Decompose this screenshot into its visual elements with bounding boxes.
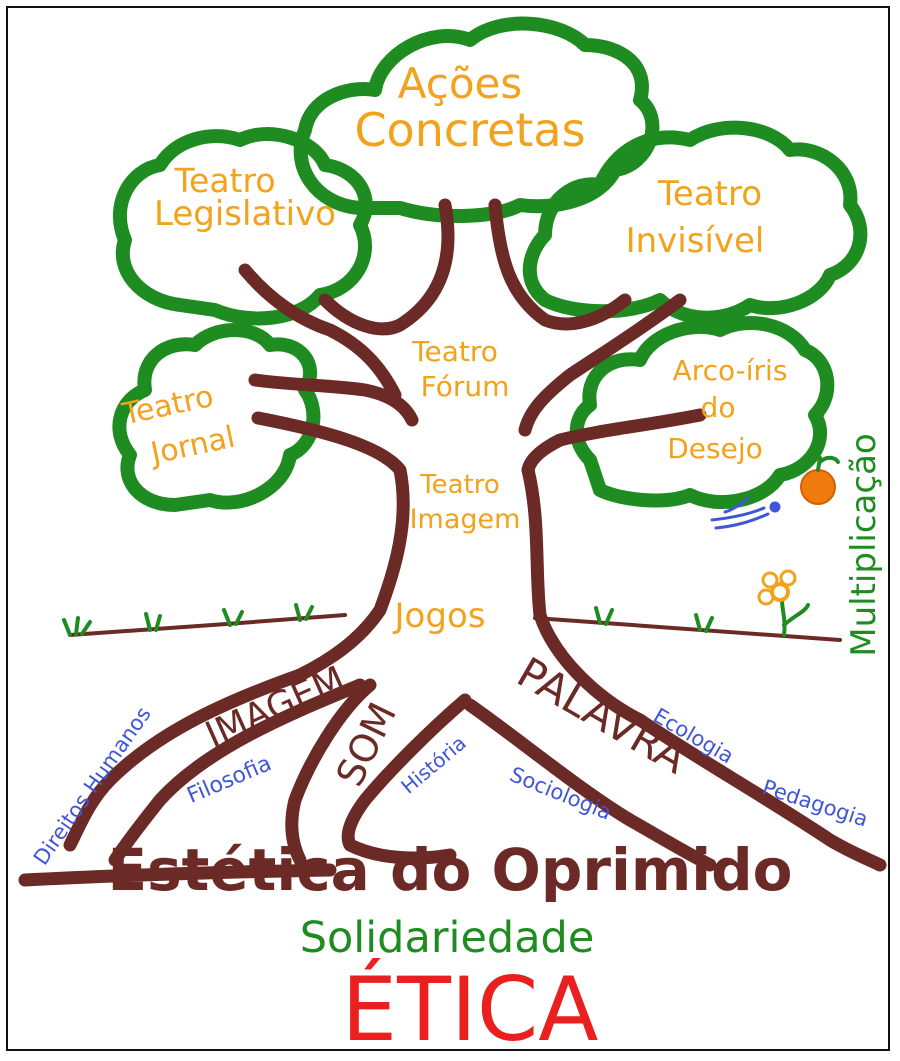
canopy-cloud-top bbox=[293, 16, 660, 223]
root-right-outer bbox=[633, 713, 887, 872]
trunk-and-roots bbox=[18, 198, 887, 887]
root-middle-left bbox=[285, 678, 377, 867]
root-left-outer bbox=[63, 668, 307, 852]
flower-icon bbox=[757, 569, 810, 637]
canopy-cloud-right-low bbox=[569, 316, 835, 509]
canopy-cloud-left-low bbox=[112, 323, 321, 512]
ground bbox=[68, 613, 842, 642]
branch-right-low bbox=[521, 408, 707, 477]
canopy-cloud-right-top bbox=[522, 120, 868, 325]
bird-icon bbox=[710, 496, 781, 530]
label-acoes: Ações bbox=[398, 59, 523, 108]
label-desejo: Desejo bbox=[667, 432, 763, 465]
grass-tuft-icon bbox=[62, 603, 714, 637]
branch-top-right bbox=[488, 198, 632, 331]
label-teatro-imagem-1: Teatro bbox=[419, 470, 500, 500]
branch-right-mid bbox=[518, 293, 687, 437]
label-solidariedade: Solidariedade bbox=[300, 913, 595, 963]
canopy-cloud-left-top bbox=[113, 127, 373, 326]
label-arco-iris: Arco-íris bbox=[673, 354, 788, 387]
label-concretas: Concretas bbox=[354, 103, 585, 157]
trunk-right-edge bbox=[521, 463, 647, 727]
label-teatro-forum-2: Fórum bbox=[421, 370, 510, 403]
trunk-left-edge bbox=[251, 411, 410, 682]
label-jogos: Jogos bbox=[393, 596, 486, 636]
root-left-inner bbox=[108, 678, 367, 867]
label-teatro-invisivel-2: Invisível bbox=[626, 221, 765, 261]
label-teatro-forum-1: Teatro bbox=[411, 335, 498, 368]
ground-line-right bbox=[533, 616, 842, 642]
label-teatro-legislativo-1: Teatro bbox=[173, 161, 275, 200]
branch-top-left bbox=[318, 198, 455, 336]
label-do: do bbox=[701, 391, 736, 424]
label-teatro-legislativo-2: Legislativo bbox=[154, 194, 336, 234]
root-middle bbox=[341, 693, 472, 865]
canopy bbox=[112, 16, 868, 512]
label-teatro-imagem-2: Imagem bbox=[410, 504, 521, 535]
root-middle-right bbox=[463, 698, 717, 872]
orange-fruit-icon bbox=[800, 455, 840, 505]
ground-root-base bbox=[18, 863, 337, 887]
label-estetica-do-oprimido: Estética do Oprimido bbox=[107, 836, 792, 904]
ground-line-left bbox=[68, 613, 347, 637]
image-border bbox=[6, 6, 890, 1051]
label-teatro-invisivel-1: Teatro bbox=[657, 174, 762, 214]
label-etica: ÉTICA bbox=[342, 958, 599, 1057]
label-multiplicacao: Multiplicação bbox=[844, 433, 884, 656]
branch-left-top bbox=[238, 263, 402, 402]
branch-left-low bbox=[248, 373, 419, 427]
